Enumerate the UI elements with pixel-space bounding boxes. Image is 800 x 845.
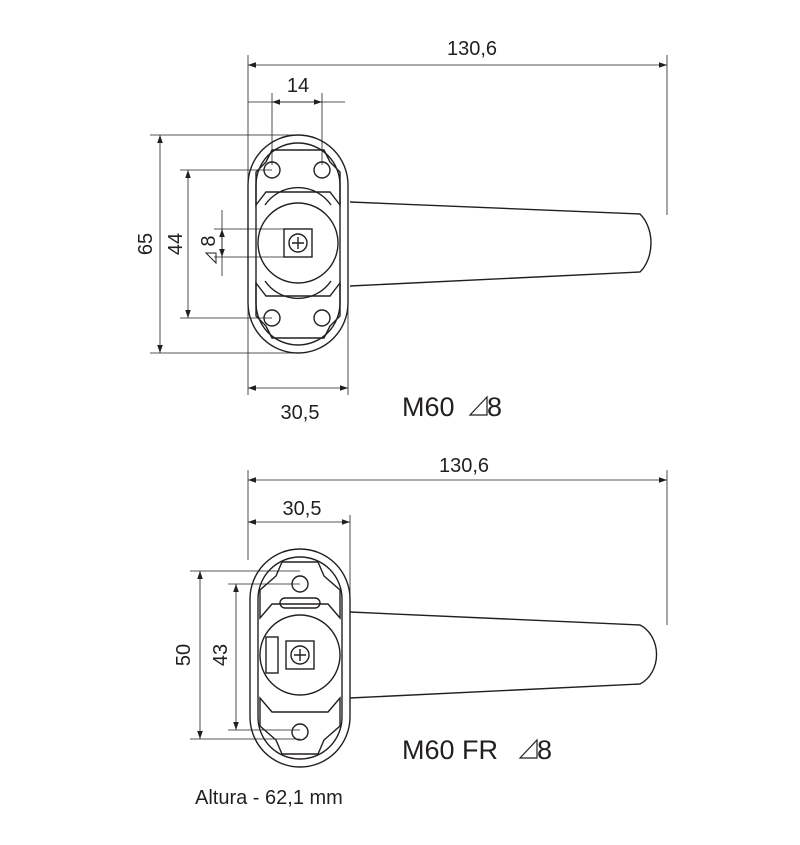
m60fr-square-size-label: 8 [537, 735, 552, 765]
m60fr-lever [349, 611, 658, 699]
m60-dim-height-outer: 65 [135, 233, 157, 255]
m60-dim-top-width: 14 [287, 75, 309, 97]
m60-top-plate [255, 149, 341, 208]
m60fr-hub-slot [265, 636, 279, 674]
m60fr-bottom-plate [259, 696, 341, 755]
m60fr-top-plate [259, 561, 341, 620]
m60-screw-cross-icon [292, 237, 304, 249]
m60-dim-square-size-text: 8 [198, 235, 220, 246]
m60-lever [349, 201, 652, 287]
m60-square-size-label: 8 [487, 392, 502, 422]
m60fr-top-slot [279, 597, 321, 609]
m60-dim-square-size: 8 [198, 235, 220, 265]
m60-rosette-inner [255, 142, 341, 346]
m60fr-dim-height-outer: 50 [173, 644, 195, 666]
m60fr-dim-overall-length: 130,6 [439, 455, 489, 477]
m60-hub-arc-top [264, 186, 332, 206]
m60fr-rosette-inner [257, 556, 343, 760]
m60-screw-head [288, 233, 308, 253]
view-m60: 130,6 14 30,5 65 44 8 M60 8 [135, 38, 668, 424]
m60-dim-height-inner: 44 [165, 233, 187, 255]
m60fr-dim-base-width: 30,5 [283, 498, 322, 520]
m60fr-screw-cross-icon [294, 649, 306, 661]
m60fr-screw-hole-bottom [291, 723, 309, 741]
view-m60fr: 130,6 30,5 50 43 M60 FR 8 [173, 455, 668, 768]
m60-bottom-plate [255, 280, 341, 339]
m60-screw-hole-bottom-right [313, 309, 331, 327]
m60-square-symbol-icon-label [468, 395, 488, 416]
m60-dim-base-width: 30,5 [281, 402, 320, 424]
m60fr-dim-height-inner: 43 [210, 644, 232, 666]
m60-dim-overall-length: 130,6 [447, 38, 497, 60]
m60fr-square-symbol-icon-label [518, 738, 538, 759]
m60-model-label: M60 [402, 392, 455, 422]
m60fr-model-label: M60 FR [402, 735, 498, 765]
m60-square-symbol-icon [204, 252, 217, 265]
m60fr-screw-head [290, 645, 310, 665]
height-note: Altura - 62,1 mm [195, 787, 343, 809]
m60-hub-arc-bottom [264, 280, 332, 300]
